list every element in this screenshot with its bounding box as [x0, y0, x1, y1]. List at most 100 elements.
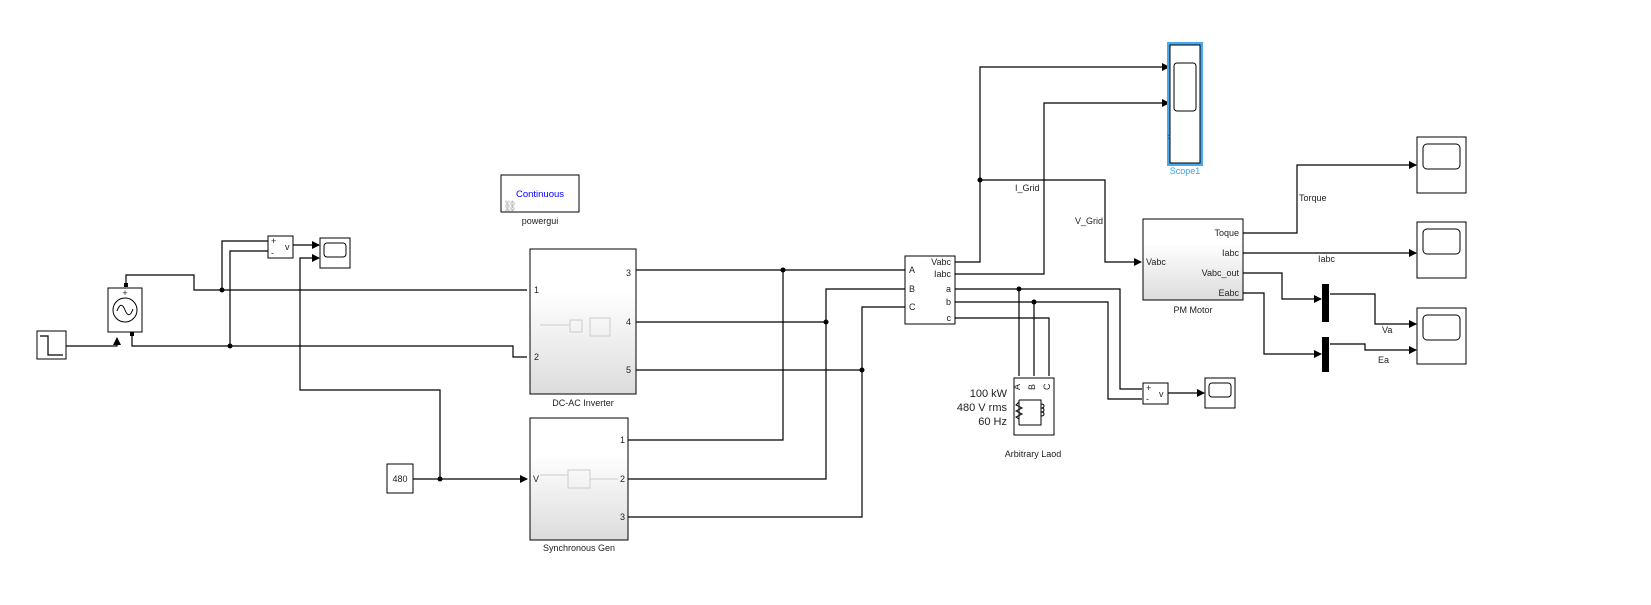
- svg-text:2: 2: [534, 352, 539, 362]
- scope-icon: [1422, 143, 1461, 170]
- scope-icon: [1422, 228, 1461, 255]
- svg-text:C: C: [909, 302, 916, 312]
- wires: [66, 63, 1417, 518]
- svg-text:A: A: [1012, 384, 1022, 390]
- svg-text:v: v: [1159, 389, 1164, 399]
- demux-va[interactable]: [1322, 284, 1329, 322]
- svg-text:Iabc: Iabc: [934, 269, 952, 279]
- wire-const-scope[interactable]: [299, 254, 441, 479]
- scope-icon: [1208, 382, 1232, 398]
- svg-text:B: B: [909, 284, 915, 294]
- controlled-voltage-source[interactable]: +: [107, 283, 143, 336]
- junctions: [219, 177, 1037, 482]
- svg-text:1: 1: [620, 435, 625, 445]
- svg-text:480: 480: [392, 474, 407, 484]
- synchronous-gen-subsystem[interactable]: V 1 2 3 Synchronous Gen: [529, 417, 629, 553]
- subsystem-preview-icon: [540, 317, 611, 337]
- wire-vabc-scope1[interactable]: [955, 63, 1170, 263]
- wire-source-minus[interactable]: [131, 334, 527, 358]
- wire-vmeas-plus[interactable]: [221, 240, 268, 290]
- step-icon: [40, 335, 63, 356]
- wire-c[interactable]: [955, 317, 1050, 376]
- svg-text:Iabc: Iabc: [1222, 248, 1240, 258]
- svg-text:v: v: [285, 242, 290, 252]
- wire-gen-1[interactable]: [628, 270, 784, 441]
- scope-icon: [323, 242, 347, 258]
- signal-iabc: Iabc: [1318, 254, 1336, 264]
- svg-text:480 V rms: 480 V rms: [957, 402, 1008, 414]
- svg-text:3: 3: [626, 268, 631, 278]
- svg-text:+: +: [122, 288, 127, 298]
- wire-gen-3[interactable]: [628, 370, 863, 518]
- powergui-mode: Continuous: [516, 189, 564, 200]
- svg-text:C: C: [1042, 383, 1052, 390]
- wire-va[interactable]: [1330, 293, 1417, 328]
- svg-text:Vabc: Vabc: [1146, 257, 1166, 267]
- constant-block[interactable]: 480: [386, 463, 414, 494]
- scope1[interactable]: › Scope1: [1167, 42, 1203, 176]
- wire-phase-b[interactable]: [636, 288, 905, 323]
- wire-vmeas-minus[interactable]: [229, 250, 268, 346]
- scope-iabc[interactable]: [1416, 221, 1467, 279]
- powergui-label: powergui: [522, 216, 559, 226]
- svg-text:A: A: [909, 265, 915, 275]
- signal-v-grid: V_Grid: [1075, 216, 1103, 226]
- svg-text:Eabc: Eabc: [1218, 288, 1239, 298]
- chevron-right-icon: ›: [1167, 131, 1171, 143]
- wire-ea[interactable]: [1330, 343, 1417, 354]
- svg-text:+: +: [271, 236, 276, 246]
- voltage-measurement-2[interactable]: + - v: [1142, 382, 1169, 405]
- wire-step-to-source[interactable]: [66, 337, 121, 347]
- subsystem-preview-icon: [540, 469, 618, 489]
- wire-eabc[interactable]: [1243, 292, 1322, 358]
- signal-va: Va: [1382, 325, 1392, 335]
- svg-text:5: 5: [626, 365, 631, 375]
- scope-icon: [1422, 314, 1461, 341]
- scope-vmeas1[interactable]: [319, 237, 351, 269]
- powergui-block[interactable]: Continuous ⛓ powergui: [500, 174, 580, 226]
- svg-text:+: +: [1146, 383, 1151, 393]
- dc-ac-inverter-subsystem[interactable]: 1 2 3 4 5 DC-AC Inverter: [529, 248, 637, 408]
- wire-source-plus[interactable]: [125, 274, 527, 291]
- svg-text:-: -: [271, 248, 274, 258]
- svg-text:Vabc: Vabc: [931, 257, 951, 267]
- wire-a[interactable]: [955, 288, 1142, 390]
- signal-ea: Ea: [1378, 355, 1389, 365]
- demux-ea[interactable]: [1322, 337, 1329, 372]
- sync-gen-label: Synchronous Gen: [543, 543, 615, 553]
- svg-text:Toque: Toque: [1214, 228, 1239, 238]
- voltage-measurement-1[interactable]: + - v: [267, 235, 294, 259]
- svg-text:4: 4: [626, 317, 631, 327]
- pm-motor-label: PM Motor: [1173, 305, 1212, 315]
- svg-text:100 kW: 100 kW: [970, 388, 1008, 400]
- svg-text:1: 1: [534, 285, 539, 295]
- signal-torque: Torque: [1299, 193, 1327, 203]
- step-block[interactable]: [36, 330, 67, 360]
- wire-phase-c[interactable]: [636, 306, 905, 371]
- three-phase-load[interactable]: A B C 100 kW 480 V rms 60 Hz Arbitrary L…: [957, 377, 1062, 459]
- wire-v-grid[interactable]: [980, 179, 1142, 266]
- scope-icon: [1173, 62, 1197, 112]
- resistor-icon: [1014, 400, 1024, 425]
- scope-torque[interactable]: [1416, 136, 1467, 194]
- scope-va-ea[interactable]: [1416, 307, 1467, 365]
- wire-vabc-out[interactable]: [1243, 272, 1322, 303]
- three-phase-vi-measurement[interactable]: A B C Vabc Iabc a b c: [904, 255, 956, 325]
- svg-text:2: 2: [620, 474, 625, 484]
- scope-vmeas2[interactable]: [1204, 377, 1236, 409]
- signal-i-grid: I_Grid: [1015, 183, 1040, 193]
- pm-motor-subsystem[interactable]: Vabc Toque Iabc Vabc_out Eabc PM Motor: [1142, 218, 1244, 315]
- svg-text:V: V: [533, 474, 539, 484]
- load-label: Arbitrary Laod: [1005, 449, 1062, 459]
- wire-torque[interactable]: [1243, 161, 1417, 234]
- svg-text:B: B: [1027, 384, 1037, 390]
- wire-i-grid[interactable]: [955, 99, 1170, 275]
- svg-text:-: -: [1146, 394, 1149, 404]
- wire-gen-2[interactable]: [628, 322, 827, 480]
- svg-text:3: 3: [620, 512, 625, 522]
- svg-text:b: b: [946, 297, 951, 307]
- svg-text:Vabc_out: Vabc_out: [1202, 268, 1240, 278]
- sine-icon: [112, 297, 138, 323]
